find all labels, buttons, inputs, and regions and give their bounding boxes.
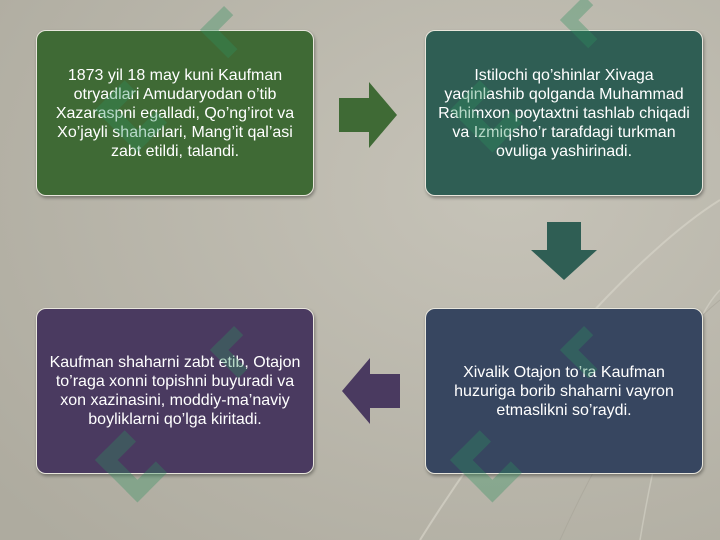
step-box-2: Istilochi qo’shinlar Xivaga yaqinlashib … [425,30,703,196]
step-box-4: Kaufman shaharni zabt etib, Otajon to’ra… [36,308,314,474]
step-2-text: Istilochi qo’shinlar Xivaga yaqinlashib … [438,66,690,160]
arrow-right-icon [339,82,397,148]
step-3-text: Xivalik Otajon to’ra Kaufman huzuriga bo… [454,363,674,419]
step-box-3: Xivalik Otajon to’ra Kaufman huzuriga bo… [425,308,703,474]
step-4-text: Kaufman shaharni zabt etib, Otajon to’ra… [49,354,301,428]
step-box-1: 1873 yil 18 may kuni Kaufman otryadlari … [36,30,314,196]
step-1-text: 1873 yil 18 may kuni Kaufman otryadlari … [55,66,295,160]
arrow-left-icon [342,358,400,424]
arrow-down-icon [531,222,597,280]
